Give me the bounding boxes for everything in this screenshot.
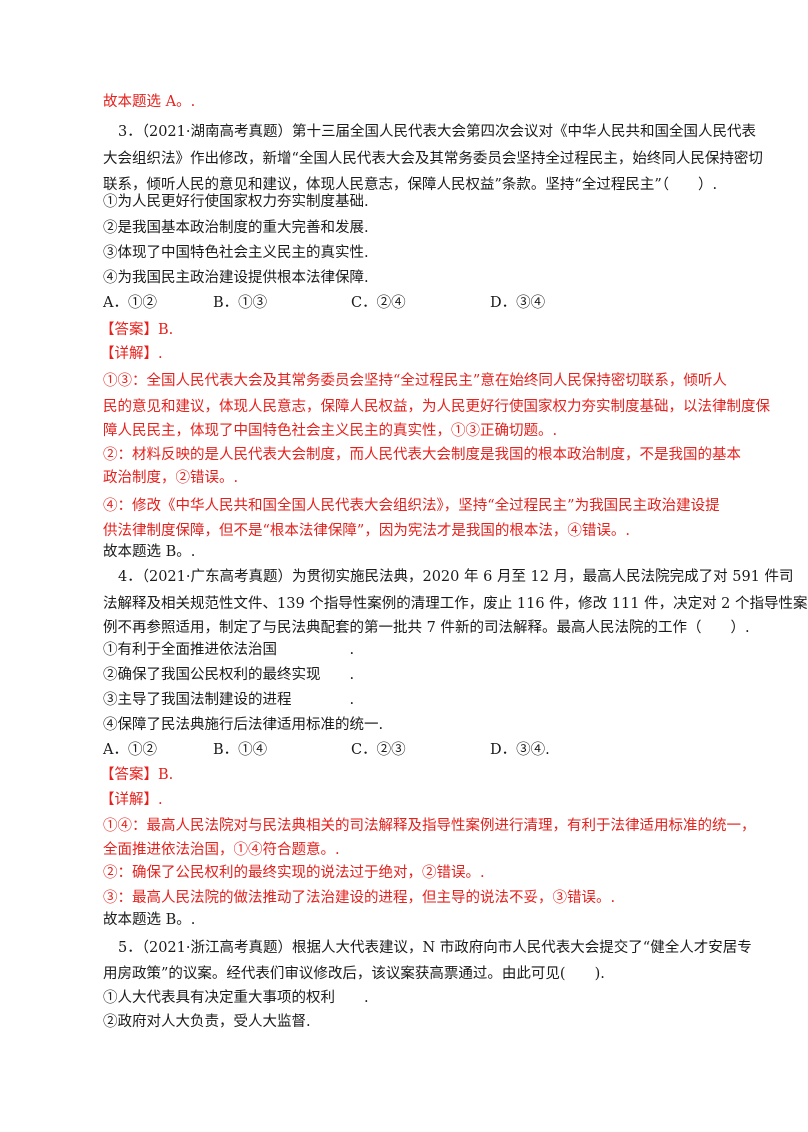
q5-option-2: ②政府对人大负责，受人大监督.	[103, 1014, 311, 1030]
q4-choice-d: D．③④.	[490, 742, 550, 758]
q4-choice-a: A．①②	[103, 742, 157, 758]
q3-explanation-1a: ①③：全国人民代表大会及其常务委员会坚持“全过程民主”意在始终同人民保持密切联系…	[103, 373, 727, 389]
q4-explanation-heading: 【详解】.	[100, 792, 163, 808]
q3-explanation-3b: 供法律制度保障，但不是“根本法律保障”，因为宪法才是我国的根本法，④错误。.	[103, 523, 630, 539]
q3-choice-d: D．③④	[490, 295, 546, 311]
q4-explanation-2: ②：确保了公民权利的最终实现的说法过于绝对，②错误。.	[103, 865, 485, 881]
question-5-line-1: 5．（2021·浙江高考真题）根据人大代表建议，N 市政府向市人民代表大会提交了…	[118, 940, 752, 956]
q4-answer: 【答案】B.	[100, 767, 174, 783]
q4-explanation-1a: ①④：最高人民法院对与民法典相关的司法解释及指导性案例进行清理，有利于法律适用标…	[103, 818, 756, 834]
q4-explanation-3: ③：最高人民法院的做法推动了法治建设的进程，但主导的说法不妥，③错误。.	[103, 890, 616, 906]
q3-choice-a: A．①②	[103, 295, 157, 311]
q4-choice-b: B．①④	[213, 742, 268, 758]
q3-choice-b: B．①③	[213, 295, 268, 311]
question-3-line-3: 联系，倾听人民的意见和建议，体现人民意志，保障人民权益”条款。坚持“全过程民主”…	[103, 177, 718, 193]
conclusion-q2: 故本题选 A。.	[103, 94, 196, 110]
q5-option-1: ①人大代表具有决定重大事项的权利 .	[103, 990, 369, 1006]
q3-explanation-2b: 政治制度，②错误。.	[103, 470, 239, 486]
q3-choice-c: C．②④	[351, 295, 406, 311]
q4-option-3: ③主导了我国法制建设的进程 .	[103, 692, 355, 708]
question-5-line-2: 用房政策”的议案。经代表们审议修改后，该议案获高票通过。由此可见( ).	[103, 966, 605, 982]
q4-explanation-1b: 全面推进依法治国，①④符合题意。.	[103, 842, 340, 858]
question-4-line-1: 4．（2021·广东高考真题）为贯彻实施民法典，2020 年 6 月至 12 月…	[118, 569, 794, 585]
q3-answer: 【答案】B.	[100, 322, 174, 338]
q3-option-1: ①为人民更好行使国家权力夯实制度基础.	[103, 194, 369, 210]
q4-option-2: ②确保了我国公民权利的最终实现 .	[103, 667, 355, 683]
q4-option-1: ①有利于全面推进依法治国 .	[103, 642, 355, 658]
q3-explanation-heading: 【详解】.	[100, 346, 163, 362]
question-4-line-3: 例不再参照适用，制定了与民法典配套的第一批共 7 件新的司法解释。最高人民法院的…	[103, 620, 750, 636]
q4-option-4: ④保障了民法典施行后法律适用标准的统一.	[103, 717, 384, 733]
q3-option-2: ②是我国基本政治制度的重大完善和发展.	[103, 220, 369, 236]
q3-explanation-1b: 民的意见和建议，体现人民意志，保障人民权益，为人民更好行使国家权力夯实制度基础，…	[103, 399, 770, 415]
q4-conclusion: 故本题选 B。.	[103, 912, 196, 928]
q3-explanation-3a: ④：修改《中华人民共和国全国人民代表大会组织法》，坚持“全过程民主”为我国民主政…	[103, 498, 720, 514]
q3-explanation-1c: 障人民民主，体现了中国特色社会主义民主的真实性，①③正确切题。.	[103, 423, 558, 439]
q3-option-3: ③体现了中国特色社会主义民主的真实性.	[103, 245, 369, 261]
q3-option-4: ④为我国民主政治建设提供根本法律保障.	[103, 270, 369, 286]
question-3-line-1: 3．（2021·湖南高考真题）第十三届全国人民代表大会第四次会议对《中华人民共和…	[118, 124, 756, 140]
q3-conclusion: 故本题选 B。.	[103, 544, 196, 560]
q4-choice-c: C．②③	[351, 742, 406, 758]
q3-explanation-2a: ②：材料反映的是人民代表大会制度，而人民代表大会制度是我国的根本政治制度，不是我…	[103, 447, 741, 463]
question-4-line-2: 法解释及相关规范性文件、139 个指导性案例的清理工作，废止 116 件，修改 …	[103, 596, 808, 612]
question-3-line-2: 大会组织法》作出修改，新增“全国人民代表大会及其常务委员会坚持全过程民主，始终同…	[103, 151, 763, 167]
